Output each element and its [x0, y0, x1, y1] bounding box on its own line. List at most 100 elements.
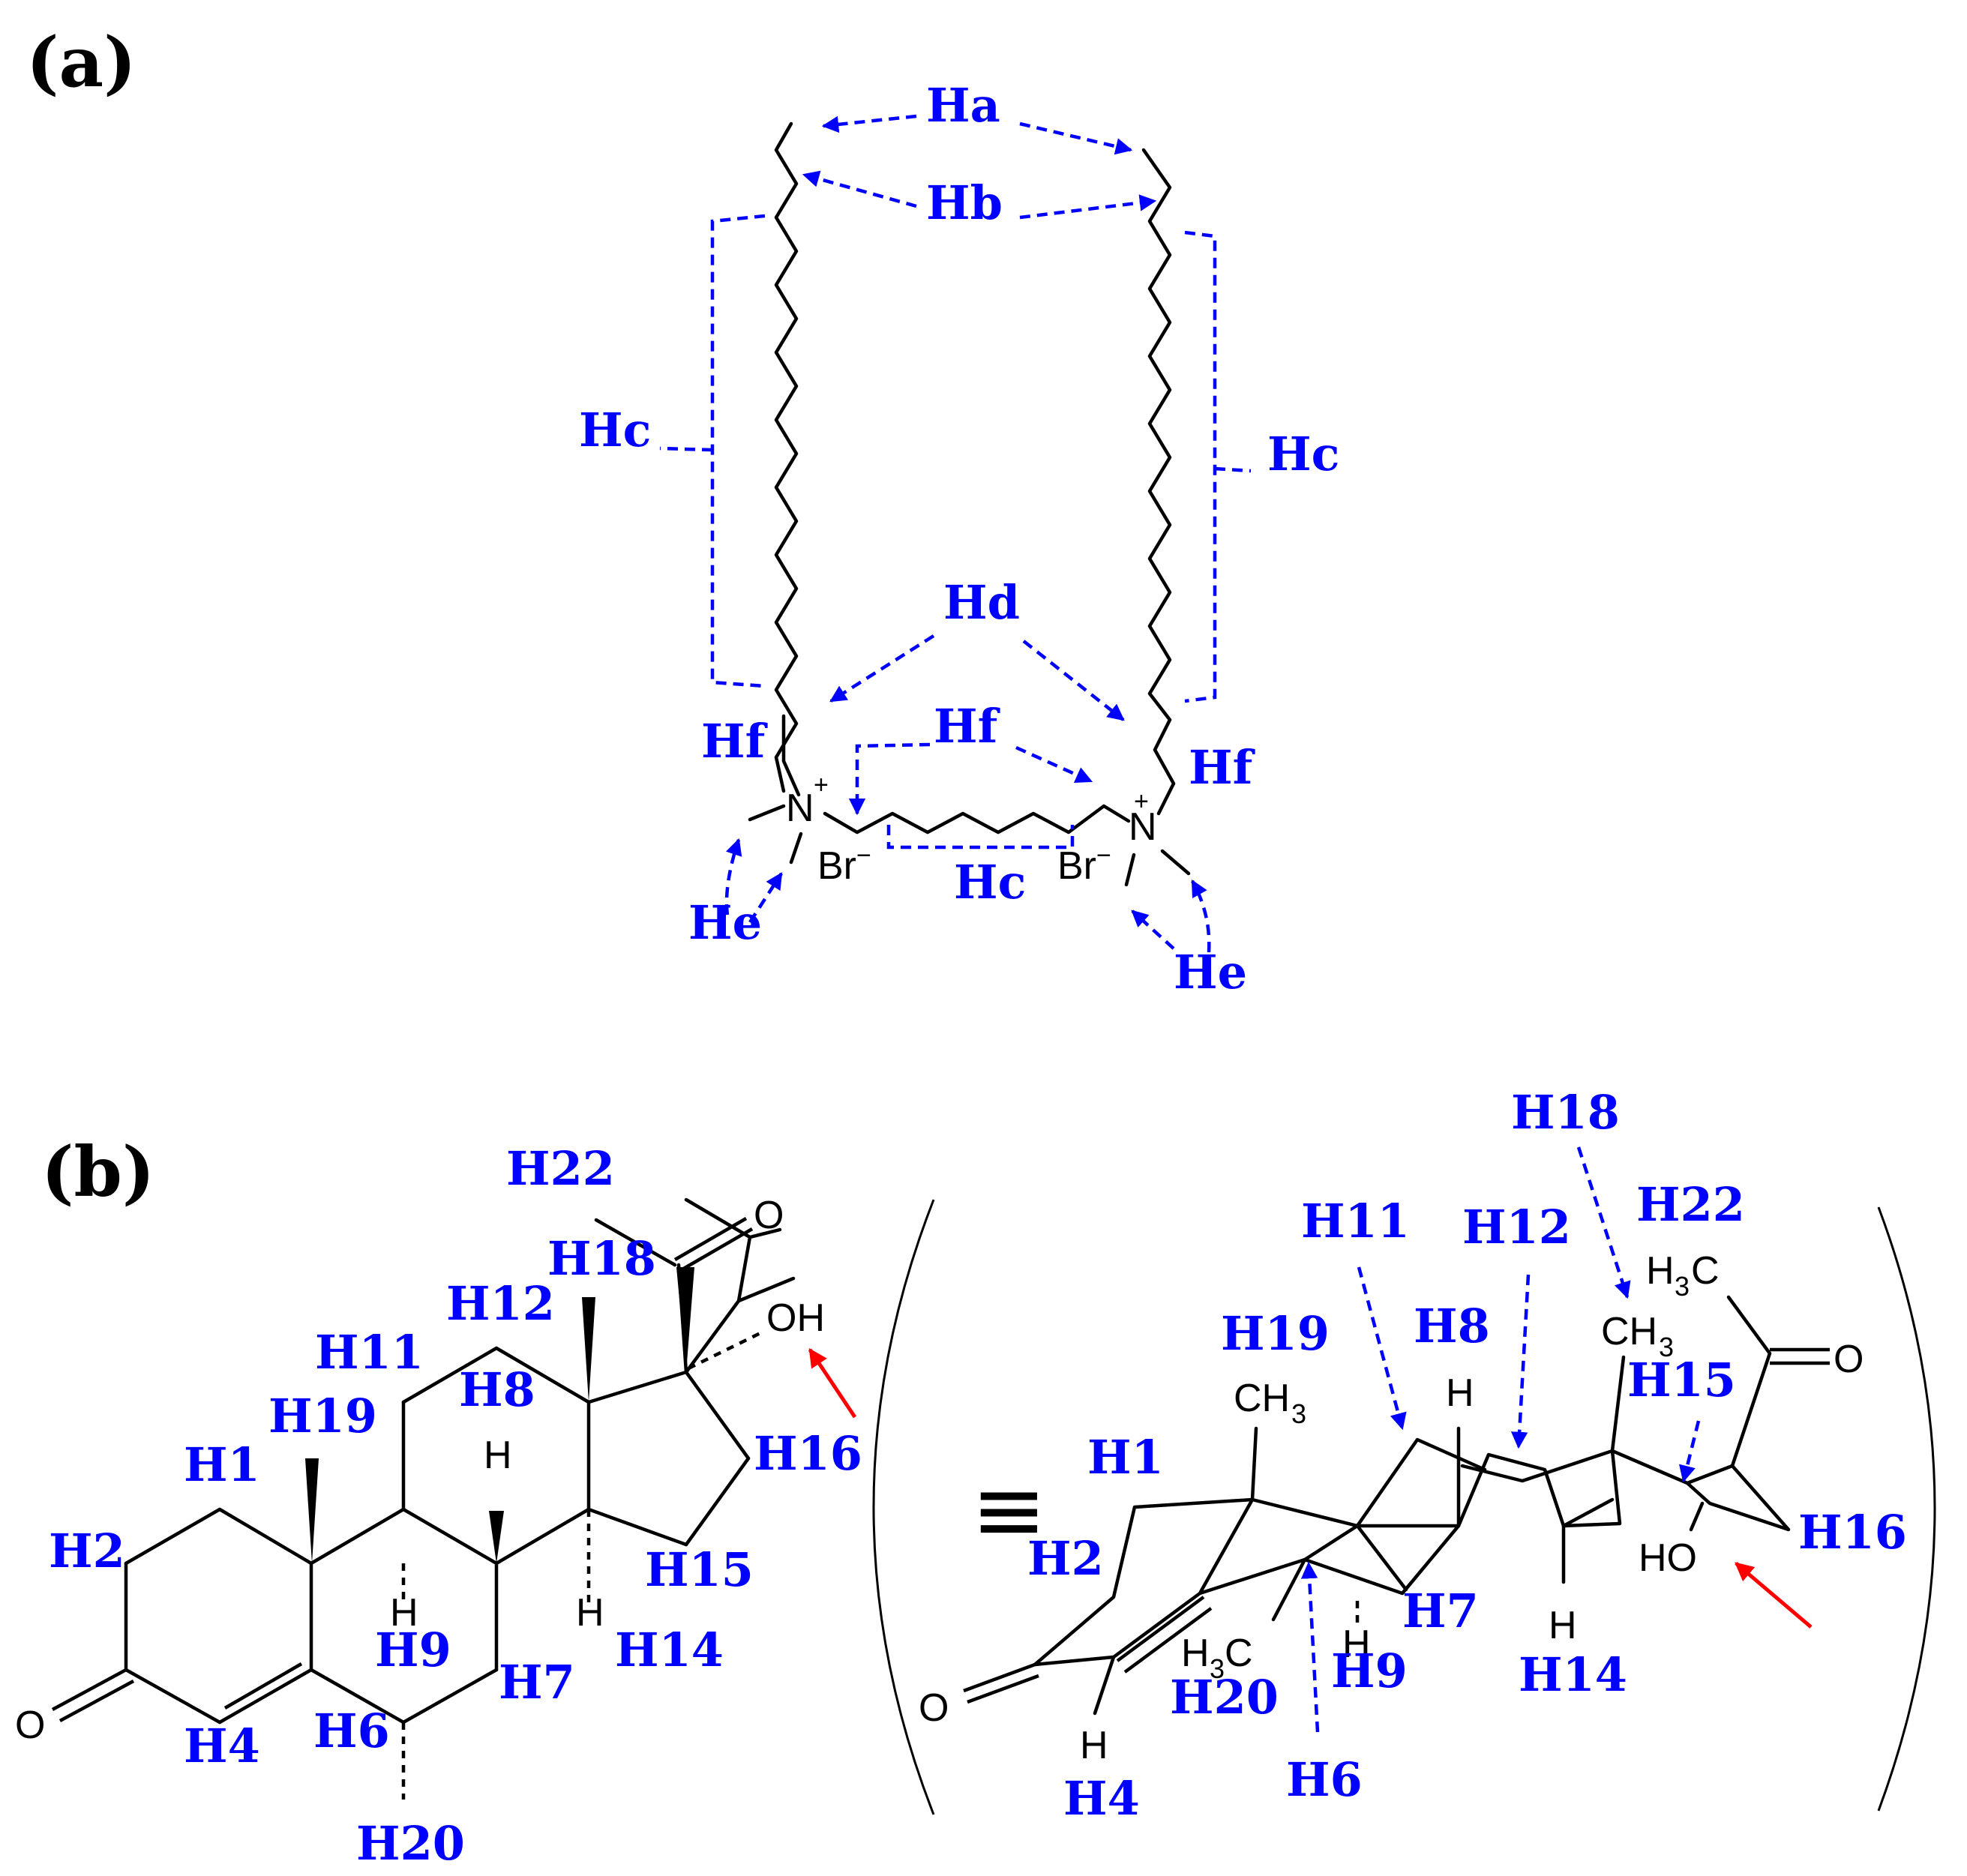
- right-label-h9: H9: [1331, 1644, 1408, 1698]
- ketone-oxygen: O: [15, 1704, 45, 1747]
- left-label-h20: H20: [356, 1816, 465, 1871]
- left-methyl-2: [789, 832, 803, 865]
- right-label-h11: H11: [1301, 1194, 1410, 1248]
- svg-text:H: H: [1646, 1249, 1675, 1293]
- svg-text:3: 3: [1675, 1271, 1690, 1302]
- right-n-methylene: [1153, 718, 1176, 816]
- svg-text:H: H: [1181, 1632, 1210, 1675]
- right-label-h22: H22: [1636, 1177, 1745, 1232]
- c18-methyl-wedge: [582, 1297, 595, 1402]
- chair-c20-methyl: H 3 C: [1181, 1632, 1253, 1684]
- left-label-h8: H8: [459, 1362, 535, 1417]
- left-label-h4: H4: [184, 1719, 260, 1773]
- label-hf-left: Hf: [701, 714, 768, 769]
- label-hc-right: Hc: [1267, 427, 1339, 481]
- chair-ene-double-bond-2: [1123, 1607, 1213, 1674]
- left-label-h1: H1: [184, 1437, 260, 1492]
- right-parenthesis: [1877, 1206, 1936, 1812]
- left-label-h2: H2: [49, 1524, 125, 1578]
- right-label-h4: H4: [1063, 1771, 1140, 1826]
- right-nitrogen: N: [1129, 805, 1157, 849]
- chair-c19-methyl: CH 3: [1234, 1377, 1306, 1429]
- chair-ketone-double-1: [963, 1662, 1036, 1693]
- right-label-h20: H20: [1170, 1670, 1279, 1725]
- svg-text:C: C: [1225, 1632, 1253, 1675]
- left-label-h15: H15: [645, 1542, 754, 1597]
- chair-ketone-double-2: [967, 1674, 1039, 1704]
- equivalence-sign: ≡: [971, 1458, 1047, 1563]
- left-label-h14: H14: [615, 1623, 724, 1677]
- oh-indicator-arrow-left: [808, 1347, 857, 1419]
- hydroxyl-group: OH: [766, 1296, 825, 1340]
- label-he-left: He: [688, 895, 762, 950]
- chair-acetyl-methyl: H 3 C: [1646, 1249, 1720, 1302]
- left-proton-labels: H22 H18 H12 H11 H8 H19 H1 H2 H16 H15 H9 …: [49, 1141, 862, 1871]
- spacer-chain: [823, 804, 1131, 835]
- acetyl-oxygen: O: [754, 1194, 784, 1237]
- chair-ene-double-bond-1: [1116, 1596, 1205, 1662]
- right-label-h6: H6: [1286, 1752, 1363, 1807]
- right-label-h19: H19: [1221, 1306, 1330, 1361]
- left-label-h11: H11: [315, 1325, 424, 1380]
- ring-bonds: [124, 1197, 796, 1725]
- right-label-h12: H12: [1462, 1200, 1571, 1254]
- surfactant-skeleton: [748, 121, 1191, 887]
- chair-ketone-oxygen: O: [919, 1686, 949, 1730]
- svg-text:3: 3: [1291, 1398, 1306, 1429]
- svg-text:3: 3: [1659, 1332, 1674, 1362]
- left-nitrogen: N: [786, 787, 814, 830]
- svg-text:CH: CH: [1601, 1310, 1657, 1353]
- right-label-h7: H7: [1402, 1584, 1479, 1638]
- right-nitrogen-charge: +: [1134, 787, 1149, 816]
- right-bromide: Br: [1057, 844, 1096, 888]
- chair-hydroxyl: HO: [1639, 1536, 1697, 1580]
- chair-h8-atom: H: [1446, 1371, 1474, 1415]
- right-alkyl-chain: [1141, 148, 1172, 722]
- right-label-h16: H16: [1798, 1505, 1907, 1560]
- ketone-double-bond-2: [58, 1680, 135, 1722]
- right-methyl-2: [1124, 853, 1136, 887]
- c19-methyl-wedge: [305, 1458, 319, 1563]
- right-label-h8: H8: [1414, 1299, 1490, 1353]
- steroid-chair-conformation: O O H H H H CH 3 CH 3 H 3 C H 3 C: [919, 1249, 1864, 1767]
- label-hc-bottom: Hc: [954, 855, 1026, 910]
- label-ha: Ha: [926, 78, 1000, 133]
- left-label-h16: H16: [754, 1426, 862, 1481]
- panel-a: (a) N + N + Br − Br −: [26, 22, 1339, 999]
- chair-acetyl-oxygen: O: [1834, 1338, 1864, 1381]
- steroid-planar-structure: O O OH H H H: [15, 1194, 825, 1800]
- svg-text:CH: CH: [1234, 1377, 1290, 1420]
- label-hf-mid: Hf: [934, 699, 1000, 754]
- h9-atom: H: [390, 1591, 418, 1635]
- label-hd: Hd: [943, 575, 1020, 630]
- acetyl-co-double-2: [679, 1227, 754, 1272]
- proton-labels: Ha Hb Hc Hc Hd Hf Hf Hf Hc He He: [579, 78, 1339, 999]
- label-hf-right: Hf: [1189, 740, 1255, 795]
- chair-h4-atom: H: [1080, 1724, 1108, 1767]
- chair-h14-atom: H: [1549, 1604, 1577, 1647]
- right-label-h15: H15: [1627, 1353, 1736, 1407]
- h14-atom: H: [576, 1591, 604, 1635]
- left-n-methylene: [781, 714, 801, 797]
- h8-wedge: [489, 1511, 504, 1563]
- proton-assignment-arrows: [659, 114, 1252, 953]
- ketone-double-bond-1: [51, 1668, 127, 1711]
- left-label-h7: H7: [499, 1655, 575, 1710]
- left-label-h6: H6: [313, 1704, 390, 1758]
- chair-bonds: [1033, 1295, 1791, 1716]
- ene-double-bond: [223, 1662, 303, 1710]
- right-label-h1: H1: [1087, 1430, 1164, 1485]
- chair-h9-atom: H: [1342, 1623, 1371, 1666]
- panel-b: (b): [15, 1085, 1936, 1871]
- left-parenthesis: [872, 1199, 935, 1815]
- acetyl-methyl-bond: [594, 1218, 677, 1267]
- panel-a-label: (a): [26, 22, 136, 103]
- right-label-h14: H14: [1519, 1647, 1627, 1702]
- label-hb: Hb: [926, 175, 1003, 230]
- left-bromide: Br: [817, 844, 856, 888]
- left-label-h18: H18: [547, 1231, 656, 1286]
- panel-b-label: (b): [41, 1131, 154, 1212]
- left-alkyl-chain: [774, 121, 799, 793]
- c17-acetyl-wedge: [676, 1267, 694, 1372]
